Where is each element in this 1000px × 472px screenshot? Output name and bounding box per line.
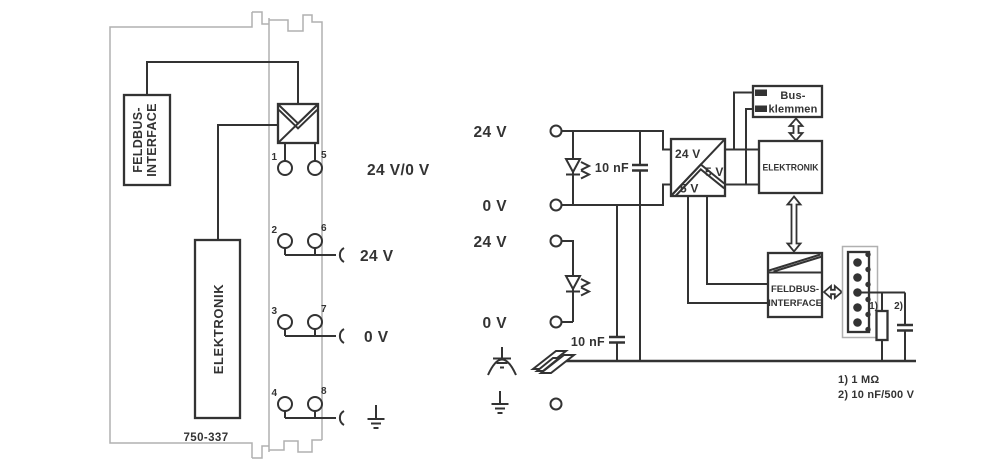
supply1-minus-label: 0 V — [483, 198, 508, 215]
housing-rail-bottom — [269, 439, 322, 453]
feldbus-interface-box: FELDBUS- INTERFACE — [766, 251, 824, 319]
terminal-circle-1 — [277, 160, 293, 176]
capacitor1-value: 10 nF — [595, 161, 629, 175]
elektronik-box: ELEKTRONIK — [757, 139, 824, 195]
terminal-row-2: 2 6 24 V — [271, 223, 393, 265]
terminal-number-1: 1 — [271, 152, 277, 163]
terminal-circle-2 — [277, 233, 293, 249]
shield-earth-icon — [487, 347, 517, 376]
terminal-number-4: 4 — [271, 388, 277, 399]
busklemmen-label-line1: Bus- — [780, 90, 805, 102]
terminal-row-3: 3 7 0 V — [271, 304, 388, 346]
feldbus-label-line1: FELDBUS- — [771, 284, 819, 295]
supply-rails — [561, 130, 671, 206]
elektronik-label: ELEKTRONIK — [211, 284, 226, 375]
fieldbus-interface-box: FELDBUS- INTERFACE — [122, 93, 172, 187]
ref1-marker: 1) — [869, 301, 878, 312]
fieldbus-interface-label-line1: FELDBUS- — [131, 107, 145, 173]
data-flow-arrow-vertical — [785, 195, 803, 253]
terminal-circle-6 — [307, 233, 323, 249]
terminal-circle-3 — [277, 314, 293, 330]
resistor-icon — [875, 309, 889, 342]
terminal-row-1: 1 5 24 V/0 V — [271, 150, 429, 179]
din-rail-clamp-icon — [530, 350, 577, 374]
wire-clamp-icon — [338, 328, 345, 344]
terminal-number-7: 7 — [321, 304, 327, 315]
footnote-1: 1) 1 MΩ — [838, 374, 879, 386]
elektronik-label: ELEKTRONIK — [763, 163, 819, 174]
terminal-number-5: 5 — [321, 150, 327, 161]
supply-schematic: 24 V 0 V 24 V 0 V 10 nF — [474, 84, 916, 414]
row1-voltage-label: 24 V/0 V — [367, 162, 430, 179]
row3-voltage-label: 0 V — [364, 329, 389, 346]
earth-terminal — [549, 397, 563, 411]
supply2-plus-terminal — [549, 234, 563, 248]
wire-clamp-icon — [338, 410, 345, 426]
footnote-2: 2) 10 nF/500 V — [838, 389, 915, 401]
bus-contact-pin — [755, 105, 767, 112]
terminal-circle-4 — [277, 396, 293, 412]
capacitor2-value: 10 nF — [571, 335, 605, 349]
busklemmen-label-line2: klemmen — [768, 104, 817, 116]
part-number-label: 750-337 — [183, 432, 228, 444]
led-icon — [561, 240, 592, 323]
capacitor-icon — [897, 323, 913, 332]
dc-converter-icon — [276, 102, 320, 145]
dc-converter-icon: 24 V 5 V 5 V — [669, 137, 727, 198]
capacitor-icon: 10 nF — [571, 205, 625, 361]
elektronik-box: ELEKTRONIK — [193, 238, 242, 420]
supply2-plus-label: 24 V — [474, 234, 508, 251]
housing-rail-top — [269, 14, 323, 440]
ref2-marker: 2) — [894, 301, 903, 312]
row2-voltage-label: 24 V — [360, 248, 394, 265]
supply1-plus-terminal — [549, 124, 563, 138]
converter-input-label: 24 V — [675, 147, 701, 161]
busklemmen-box: Bus- klemmen — [751, 84, 824, 119]
logic-supply-wiring — [687, 91, 768, 304]
terminal-circle-7 — [307, 314, 323, 330]
capacitor-icon: 10 nF — [595, 131, 648, 361]
functional-earth-icon — [491, 391, 509, 414]
earth-icon — [367, 405, 385, 429]
terminal-circle-5 — [307, 160, 323, 176]
data-flow-arrow-vertical — [787, 117, 805, 142]
feldbus-label-line2: INTERFACE — [768, 298, 822, 309]
terminal-number-2: 2 — [271, 225, 277, 236]
shield-network: 1) 2) — [858, 291, 913, 361]
converter-out2-label: 5 V — [680, 182, 699, 196]
terminal-row-4: 4 8 — [271, 386, 385, 429]
supply1-plus-label: 24 V — [474, 124, 508, 141]
left-module-diagram: FELDBUS- INTERFACE ELEKTRONIK 1 5 24 V/0… — [109, 11, 430, 459]
supply2-minus-label: 0 V — [483, 315, 508, 332]
terminal-number-8: 8 — [321, 386, 327, 397]
data-flow-arrow-horizontal — [822, 284, 844, 300]
module-internal-wiring — [146, 61, 316, 240]
converter-out1-label: 5 V — [705, 165, 724, 179]
supply2-minus-terminal — [549, 315, 563, 329]
fieldbus-interface-label-line2: INTERFACE — [145, 103, 159, 177]
terminal-number-3: 3 — [271, 306, 277, 317]
terminal-number-6: 6 — [321, 223, 327, 234]
terminal-circle-8 — [307, 396, 323, 412]
bus-contact-pin — [755, 89, 767, 96]
supply1-minus-terminal — [549, 198, 563, 212]
led-icon — [564, 131, 592, 205]
wire-clamp-icon — [338, 247, 345, 263]
module-housing-outline — [109, 11, 323, 459]
